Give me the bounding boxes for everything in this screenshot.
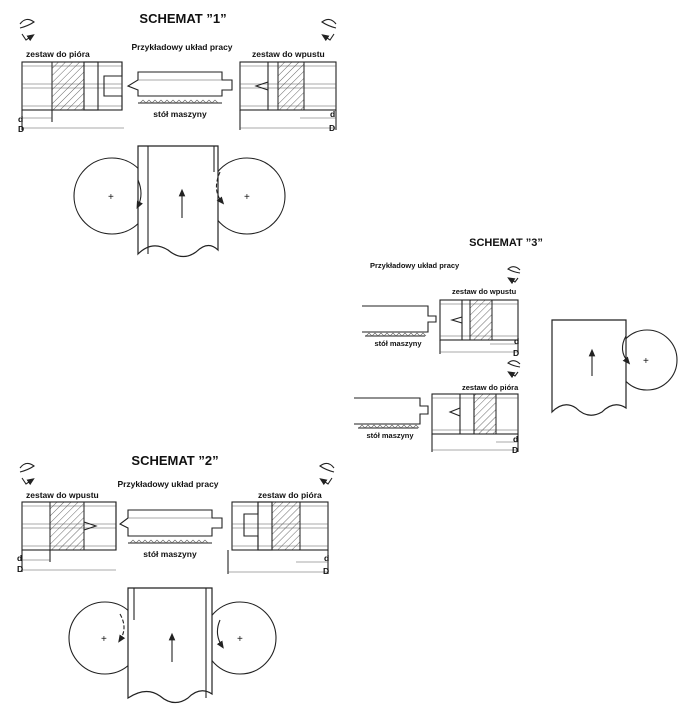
rotation-icon-3b <box>507 360 521 379</box>
schemat-3-D-bottom: D <box>512 445 518 455</box>
schemat-1-right-cutter <box>239 61 337 130</box>
schemat-3-title: SCHEMAT ”3” <box>469 237 543 249</box>
schemat-3-bottom-label: zestaw do pióra <box>462 383 519 392</box>
schemat-2-plus-left: + <box>101 634 107 645</box>
schemat-1-plus-left: + <box>108 192 114 203</box>
schemat-2-machine-table <box>128 539 212 544</box>
schemat-3-layout-label: Przykładowy układ pracy <box>370 261 460 270</box>
schemat-2-D-left: D <box>17 564 23 574</box>
rotation-left-icon <box>19 18 35 42</box>
rotation-left-icon-2 <box>19 462 35 486</box>
schemat-2-left-label: zestaw do wpustu <box>26 490 99 500</box>
schemat-2-right-cutter <box>227 501 329 574</box>
schemat-1-right-label: zestaw do wpustu <box>252 49 325 59</box>
schemat-1-machine-table <box>138 99 222 104</box>
schemat-3-bottom-workpiece <box>354 397 429 425</box>
schemat-1-plan-view: + + <box>73 145 286 258</box>
schemat-3-top-table-label: stół maszyny <box>374 339 422 348</box>
schemat-1-d-right: d <box>330 109 335 119</box>
schemat-2: SCHEMAT ”2” Przykładowy układ pracy zest… <box>17 453 335 704</box>
rotation-icon-3a <box>507 266 521 285</box>
schemat-2-left-cutter <box>21 501 117 572</box>
schemat-2-D-right: D <box>323 566 329 576</box>
schemat-3-plan-view: + <box>551 319 678 416</box>
schemat-3-bottom-cutter <box>431 393 519 452</box>
schemat-1: SCHEMAT ”1” zestaw do pióra Przykładowy … <box>18 11 337 258</box>
schemat-3-plus: + <box>643 356 649 367</box>
schemat-3-top-label: zestaw do wpustu <box>452 287 517 296</box>
schemat-1-title: SCHEMAT ”1” <box>139 11 226 26</box>
schemat-3-d-bottom: d <box>513 434 518 444</box>
rotation-right-icon <box>321 18 337 42</box>
schemat-2-workpiece <box>118 509 223 537</box>
schemat-1-D-right: D <box>329 123 335 133</box>
schemat-2-plan-view: + + <box>68 587 277 704</box>
schemat-3-D-top: D <box>513 348 519 358</box>
schemat-1-left-label: zestaw do pióra <box>26 49 90 59</box>
schemat-1-layout-label: Przykładowy układ pracy <box>131 42 232 52</box>
schemat-1-d-left: d <box>18 114 23 124</box>
schemat-2-title: SCHEMAT ”2” <box>131 453 218 468</box>
schemat-2-right-label: zestaw do pióra <box>258 490 322 500</box>
schemat-1-plus-right: + <box>244 192 250 203</box>
schemat-2-d-left: d <box>17 553 22 563</box>
schemat-2-d-right: d <box>324 553 329 563</box>
schemat-1-D-left: D <box>18 124 24 134</box>
schemat-1-left-cutter <box>21 61 123 130</box>
rotation-right-icon-2 <box>319 462 335 486</box>
schemat-2-plus-right: + <box>237 634 243 645</box>
schemat-3-top-workpiece <box>362 305 437 333</box>
schemat-2-layout-label: Przykładowy układ pracy <box>117 479 218 489</box>
schemat-3-d-top: d <box>514 336 519 346</box>
schemat-1-workpiece <box>126 71 233 97</box>
schemat-3-bottom-table-label: stół maszyny <box>366 431 414 440</box>
schemat-2-table-label: stół maszyny <box>143 549 197 559</box>
schemat-3: SCHEMAT ”3” Przykładowy układ pracy zest… <box>354 237 678 455</box>
schemat-3-top-cutter <box>439 299 519 354</box>
schemat-1-table-label: stół maszyny <box>153 109 207 119</box>
